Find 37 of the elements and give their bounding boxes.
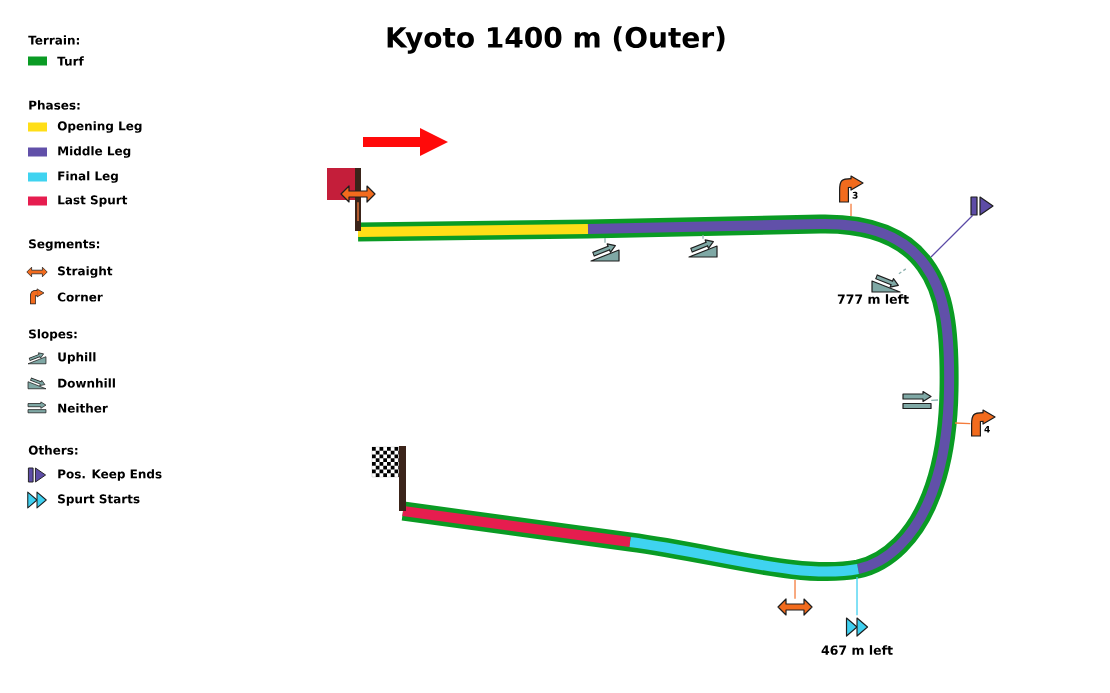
downhill-slope-icon bbox=[871, 274, 901, 293]
bar-triangle-icon bbox=[970, 196, 994, 216]
legend-heading: Slopes: bbox=[29, 329, 77, 341]
double-arrow-icon bbox=[340, 185, 376, 203]
legend-label: Downhill bbox=[58, 378, 115, 388]
legend-label: Corner bbox=[57, 292, 103, 302]
legend-heading: Phases: bbox=[29, 100, 80, 110]
legend-heading: Others: bbox=[28, 445, 78, 455]
legend-heading: Segments: bbox=[29, 239, 100, 251]
leader-line bbox=[930, 214, 974, 258]
leader-line bbox=[898, 267, 908, 275]
fast-forward-icon bbox=[845, 617, 869, 637]
legend-label: Uphill bbox=[58, 352, 96, 364]
leader-line bbox=[357, 201, 359, 222]
leader-line bbox=[794, 579, 796, 600]
legend-label: Straight bbox=[58, 266, 113, 278]
uphill-slope-icon bbox=[590, 243, 620, 262]
double-arrow-icon bbox=[777, 598, 813, 616]
leader-line bbox=[604, 237, 606, 244]
title: Kyoto 1400 m (Outer) bbox=[387, 26, 725, 54]
legend-heading: Terrain: bbox=[28, 35, 79, 45]
leader-line bbox=[954, 422, 971, 425]
legend-label: Spurt Starts bbox=[58, 494, 140, 506]
legend-label: Final Leg bbox=[58, 171, 118, 183]
distance-label: 467 m left bbox=[821, 645, 893, 655]
leader-line bbox=[930, 399, 939, 401]
legend-label: Middle Leg bbox=[58, 146, 131, 158]
legend-label: Opening Leg bbox=[57, 121, 142, 133]
legend-label: Turf bbox=[57, 56, 84, 66]
level-arrows-icon bbox=[902, 390, 932, 410]
legend-label: Pos. Keep Ends bbox=[58, 469, 162, 481]
legend-label: Neither bbox=[58, 403, 108, 413]
leader-line bbox=[702, 234, 704, 240]
leader-line bbox=[850, 203, 852, 217]
legend-label: Last Spurt bbox=[58, 195, 128, 207]
uphill-slope-icon bbox=[688, 239, 718, 258]
distance-label: 777 m left bbox=[837, 294, 909, 304]
